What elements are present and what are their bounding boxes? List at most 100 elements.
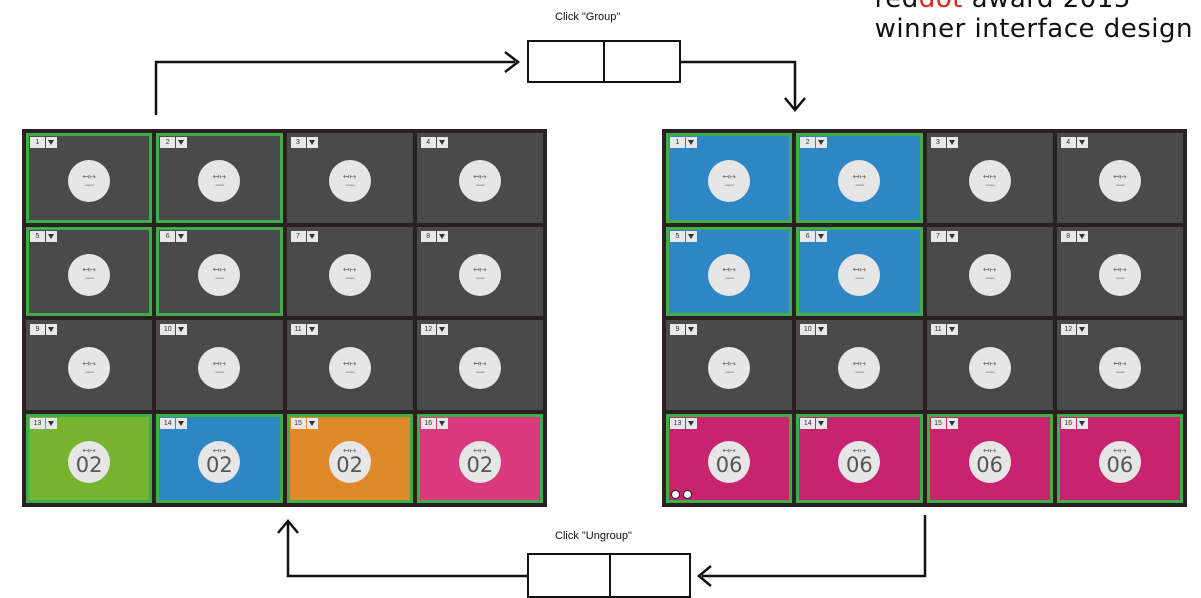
chevron-down-icon[interactable] [946,324,958,335]
horizontal-arrows-icon: ↤↦ [722,358,736,368]
tile-tag: 8 [420,230,448,242]
tile-indicator: ↤↦−− [968,160,1011,203]
chevron-down-icon[interactable] [46,137,57,148]
dash-icon: −− [475,366,485,377]
award-word-red: red [875,0,919,14]
chevron-down-icon[interactable] [436,137,448,148]
chevron-down-icon[interactable] [1076,230,1088,242]
chevron-down-icon[interactable] [686,324,697,335]
screen-tile-12[interactable]: 12↤↦−− [1056,320,1183,410]
screen-tile-13[interactable]: 13↤↦06 [666,413,793,503]
screen-tile-9[interactable]: 9↤↦−− [666,320,793,410]
screen-tile-6[interactable]: 6↤↦−− [156,226,283,316]
screen-tile-16[interactable]: 16↤↦06 [1056,413,1183,503]
screen-tile-3[interactable]: 3↤↦−− [286,133,413,223]
screen-tile-4[interactable]: 4↤↦−− [1056,133,1183,223]
chevron-down-icon[interactable] [306,230,318,242]
tile-indicator: ↤↦−− [198,160,241,203]
round-control-icon[interactable] [671,490,680,499]
arrow-to-right-wall [681,60,797,108]
screen-tile-1[interactable]: 1↤↦−− [666,133,793,223]
chevron-down-icon[interactable] [176,417,188,429]
dash-icon: −− [724,273,734,284]
chevron-down-icon[interactable] [946,137,958,148]
screen-tile-2[interactable]: 2↤↦−− [796,133,923,223]
screen-tile-14[interactable]: 14↤↦06 [796,413,923,503]
chevron-down-icon[interactable] [686,417,697,429]
screen-tile-9[interactable]: 9↤↦−− [26,320,153,410]
chevron-down-icon[interactable] [1076,324,1088,335]
chevron-down-icon[interactable] [816,137,828,148]
dash-icon: −− [215,273,224,284]
screen-tile-11[interactable]: 11↤↦−− [286,320,413,410]
horizontal-arrows-icon: ↤↦ [982,171,997,181]
chevron-down-icon[interactable] [306,417,318,429]
chevron-down-icon[interactable] [436,230,448,242]
chevron-down-icon[interactable] [306,137,318,148]
chevron-down-icon[interactable] [176,324,188,335]
chevron-down-icon[interactable] [1076,137,1088,148]
chevron-down-icon[interactable] [816,417,828,429]
chevron-down-icon[interactable] [946,230,958,242]
screen-tile-8[interactable]: 8↤↦−− [416,226,543,316]
chevron-down-icon[interactable] [306,324,318,335]
dash-icon: −− [345,366,354,377]
horizontal-arrows-icon: ↤↦ [1113,265,1127,275]
screen-tile-6[interactable]: 6↤↦−− [796,226,923,316]
screen-tile-8[interactable]: 8↤↦−− [1056,226,1183,316]
screen-tile-3[interactable]: 3↤↦−− [926,133,1053,223]
screen-tile-16[interactable]: 16↤↦02 [416,413,543,503]
horizontal-arrows-icon: ↤↦ [852,358,867,368]
chevron-down-icon[interactable] [46,230,57,242]
chevron-down-icon[interactable] [46,324,57,335]
horizontal-arrows-icon: ↤↦ [82,446,96,456]
group-count: 02 [466,453,494,478]
chevron-down-icon[interactable] [436,417,448,429]
screen-tile-10[interactable]: 10↤↦−− [796,320,923,410]
screen-tile-12[interactable]: 12↤↦−− [416,320,543,410]
screen-tile-4[interactable]: 4↤↦−− [416,133,543,223]
round-control-icon[interactable] [683,490,692,499]
chevron-down-icon[interactable] [176,137,188,148]
tile-number: 16 [1060,417,1076,429]
tile-indicator: ↤↦02 [328,440,371,483]
screen-tile-7[interactable]: 7↤↦−− [286,226,413,316]
screen-tile-10[interactable]: 10↤↦−− [156,320,283,410]
dash-icon: −− [84,366,94,377]
chevron-down-icon[interactable] [686,137,697,148]
tile-tag: 13 [30,417,57,429]
screen-tile-5[interactable]: 5↤↦−− [26,226,153,316]
horizontal-arrows-icon: ↤↦ [82,358,96,368]
screen-tile-14[interactable]: 14↤↦02 [156,413,283,503]
chevron-down-icon[interactable] [176,230,188,242]
chevron-down-icon[interactable] [946,417,958,429]
ungroup-button[interactable] [527,553,691,598]
chevron-down-icon[interactable] [816,324,828,335]
screen-tile-15[interactable]: 15↤↦02 [286,413,413,503]
tile-tag: 2 [160,137,188,148]
tile-number: 12 [420,324,436,335]
screen-tile-15[interactable]: 15↤↦06 [926,413,1053,503]
chevron-down-icon[interactable] [46,417,57,429]
chevron-down-icon[interactable] [1076,417,1088,429]
chevron-down-icon[interactable] [816,230,828,242]
tile-number: 12 [1060,324,1076,335]
group-button[interactable] [527,40,681,83]
screen-tile-7[interactable]: 7↤↦−− [926,226,1053,316]
screen-tile-2[interactable]: 2 ↤↦−− [156,133,283,223]
tile-indicator: ↤↦06 [708,440,751,483]
tile-number: 4 [420,137,436,148]
screen-tile-5[interactable]: 5↤↦−− [666,226,793,316]
horizontal-arrows-icon: ↤↦ [342,446,357,456]
tile-tag: 12 [1060,324,1088,335]
screen-tile-11[interactable]: 11↤↦−− [926,320,1053,410]
tile-number: 7 [290,230,306,242]
screen-tile-1[interactable]: 1↤↦−− [26,133,153,223]
screen-tile-13[interactable]: 13↤↦02 [26,413,153,503]
chevron-down-icon[interactable] [436,324,448,335]
dash-icon: −− [345,179,354,190]
horizontal-arrows-icon: ↤↦ [1113,358,1127,368]
chevron-down-icon[interactable] [686,230,697,242]
horizontal-arrows-icon: ↤↦ [982,358,997,368]
group-button-divider [603,42,605,81]
